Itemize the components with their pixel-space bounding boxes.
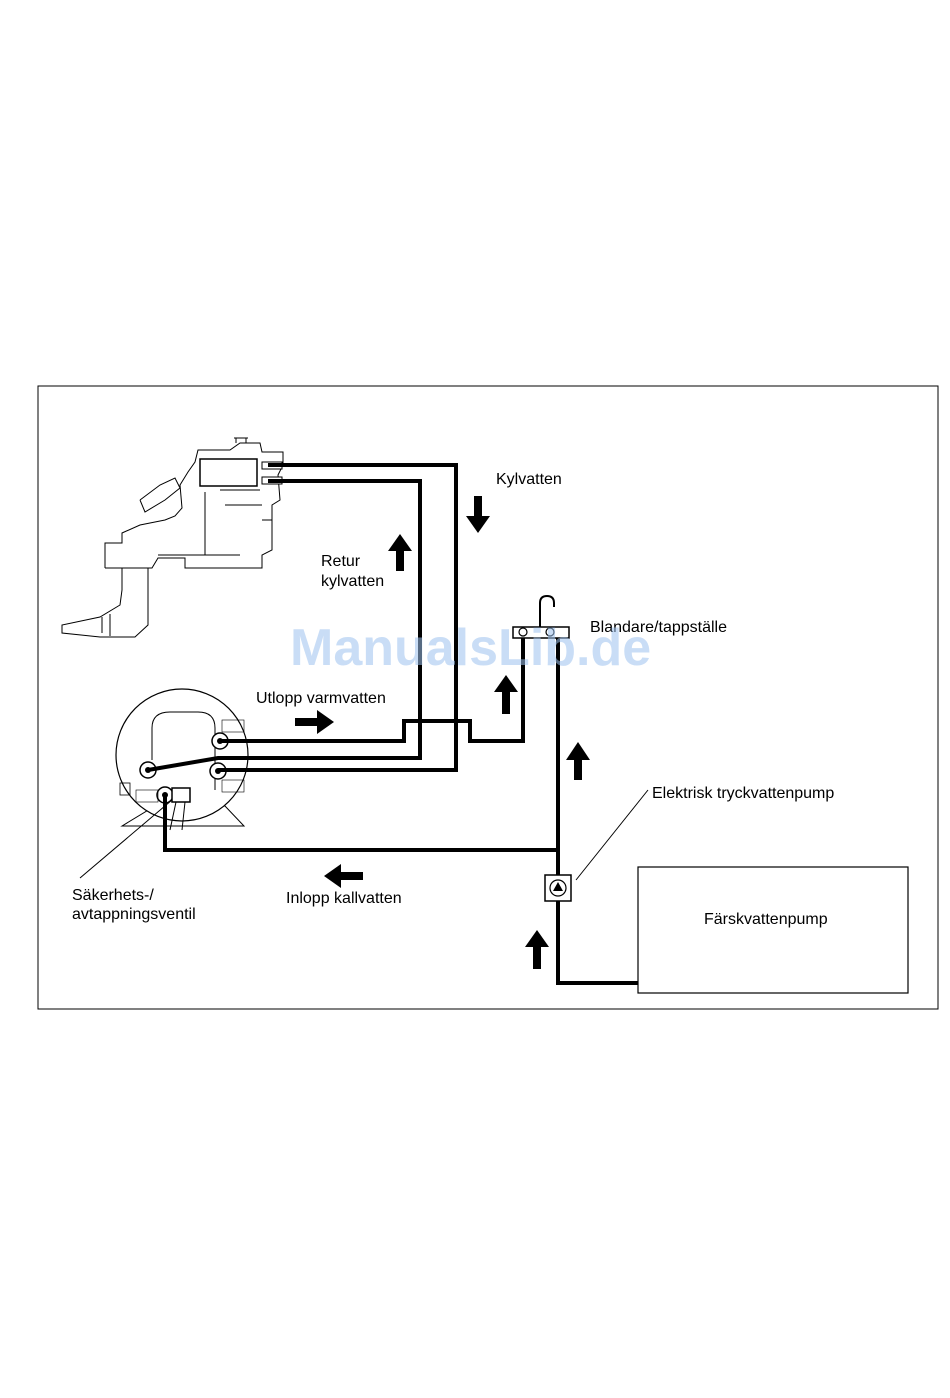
arrow-up-to-mixer — [494, 675, 518, 714]
label-safety-1: Säkerhets-/ — [72, 887, 154, 904]
arrow-down-kylvatten — [466, 496, 490, 533]
label-retur: Retur — [321, 553, 361, 570]
electric-pressure-pump — [545, 875, 571, 901]
arrow-up-cold-riser — [566, 742, 590, 780]
arrow-up-from-fresh-pump — [525, 930, 549, 969]
engine-drawing — [62, 438, 283, 637]
arrow-right-utlopp — [295, 710, 334, 734]
pump-leader-line — [576, 790, 648, 880]
cold-water-riser — [558, 638, 638, 983]
watermark: ManualsLib.de — [290, 619, 651, 677]
label-safety-2: avtappningsventil — [72, 906, 196, 923]
label-fresh-pump: Färskvattenpump — [704, 911, 828, 928]
label-pump-electric: Elektrisk tryckvattenpump — [652, 785, 834, 802]
label-inlopp: Inlopp kallvatten — [286, 890, 402, 907]
label-kylvatten: Kylvatten — [496, 471, 562, 488]
arrow-up-retur — [388, 534, 412, 571]
arrow-left-inlopp — [324, 864, 363, 888]
valve-leader-line — [80, 800, 172, 878]
label-utlopp: Utlopp varmvatten — [256, 690, 386, 707]
fresh-water-pump-box — [638, 867, 908, 993]
safety-valve-body — [172, 788, 190, 802]
label-retur-kylvatten: kylvatten — [321, 573, 384, 590]
